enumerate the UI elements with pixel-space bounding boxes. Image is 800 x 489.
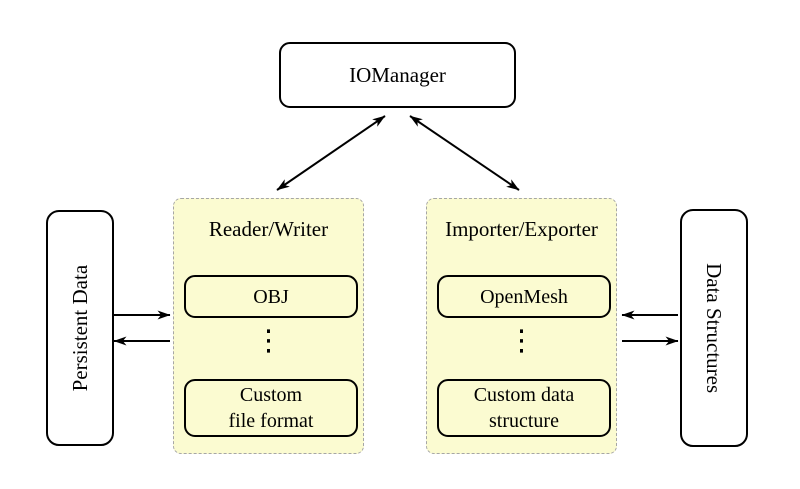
node-openmesh: OpenMesh [437,275,611,318]
node-iomanager: IOManager [279,42,516,108]
persistent-data-label: Persistent Data [67,264,92,392]
importer-exporter-title: Importer/Exporter [445,217,598,241]
arrow-iomanager-readerwriter [276,115,386,191]
node-custom-file-format: Custom file format [184,379,358,437]
node-persistent-data: Persistent Data [46,210,114,446]
group-reader-writer: Reader/Writer OBJ ⋮ Custom file format [173,198,364,454]
arrow-iomanager-importerexporter [409,115,520,191]
node-custom-data-structure: Custom data structure [437,379,611,437]
group-importer-exporter: Importer/Exporter OpenMesh ⋮ Custom data… [426,198,617,454]
node-data-structures: Data Structures [680,209,748,447]
node-obj: OBJ [184,275,358,318]
importer-exporter-ellipsis: ⋮ [507,323,536,357]
reader-writer-title: Reader/Writer [208,217,329,241]
data-structures-label: Data Structures [702,262,727,394]
reader-writer-ellipsis: ⋮ [254,323,283,357]
